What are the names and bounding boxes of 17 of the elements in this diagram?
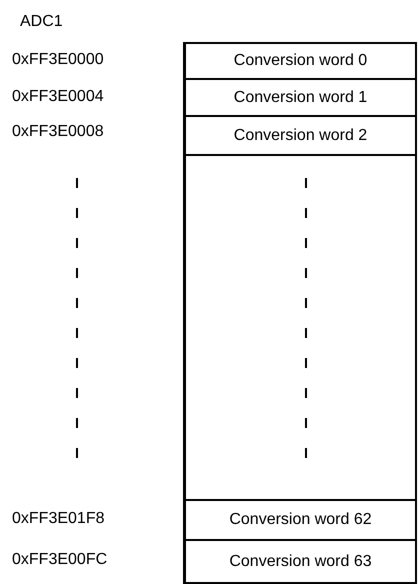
- block-title: ADC1: [20, 12, 63, 32]
- address-label: 0xFF3E00FC: [12, 550, 108, 570]
- word-label: Conversion word 2: [234, 126, 368, 144]
- word-label: Conversion word 62: [229, 511, 372, 529]
- word-label: Conversion word 0: [234, 52, 368, 70]
- address-label: 0xFF3E01F8: [12, 509, 104, 529]
- memory-word-cell: [183, 539, 417, 584]
- address-label: 0xFF3E0004: [12, 87, 104, 107]
- address-label: 0xFF3E0000: [12, 50, 104, 70]
- memory-block: [183, 154, 417, 501]
- address-label: 0xFF3E0008: [12, 122, 104, 142]
- memory-word-cell: [183, 499, 417, 541]
- memory-word-cell: [183, 115, 417, 156]
- word-label: Conversion word 1: [234, 88, 368, 106]
- memory-word-cell: [183, 42, 417, 80]
- memory-word-cell: [183, 78, 417, 117]
- word-label: Conversion word 63: [229, 552, 372, 570]
